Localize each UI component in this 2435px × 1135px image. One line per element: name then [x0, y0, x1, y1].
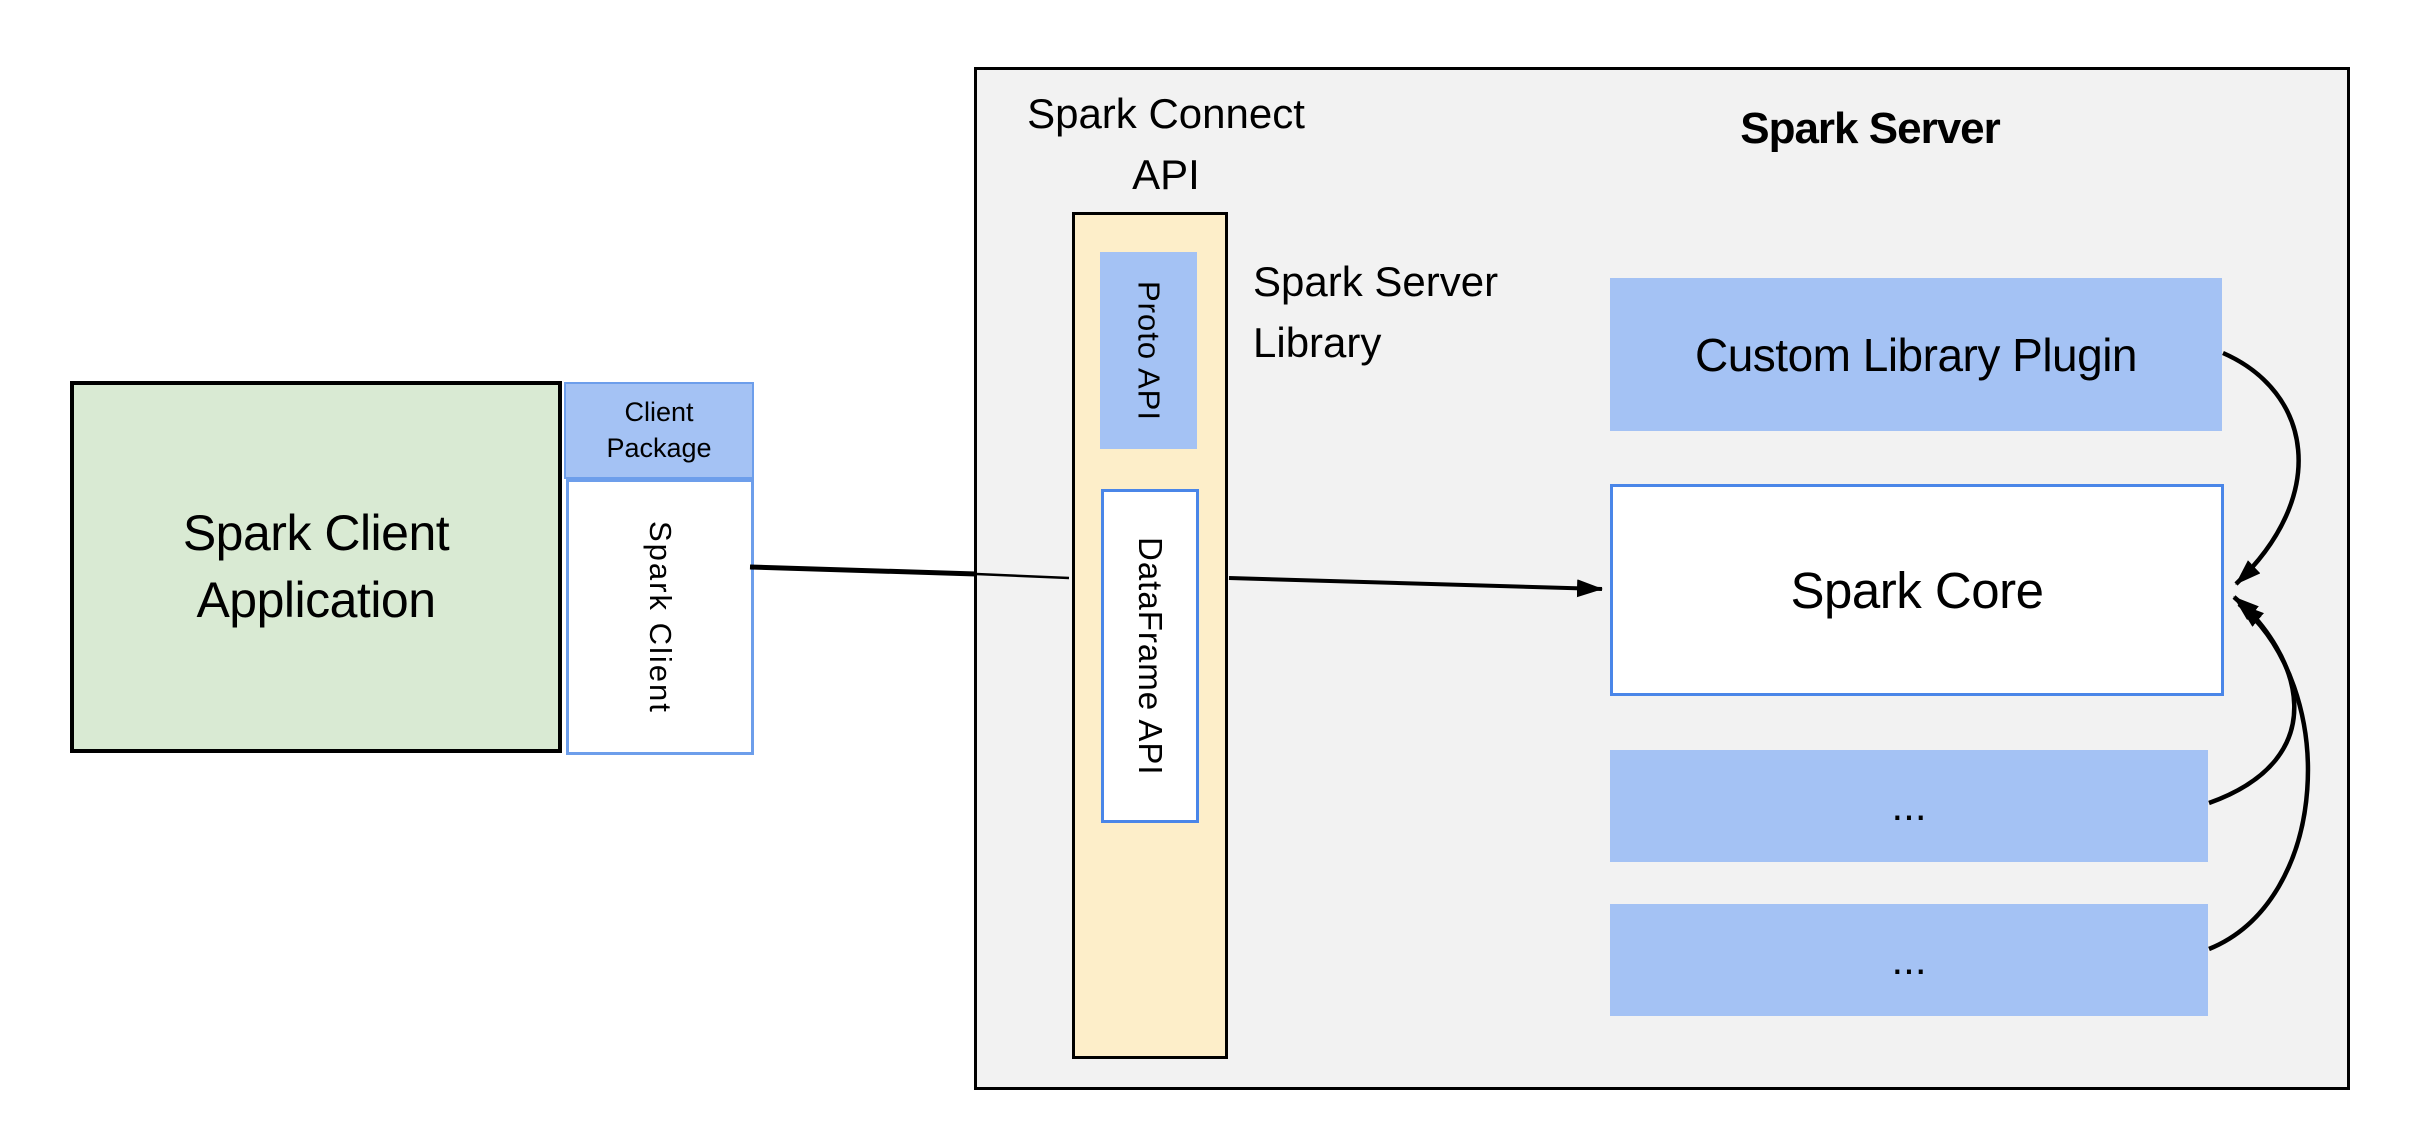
spark-core-label: Spark Core	[1790, 561, 2044, 619]
module-placeholder-box-2: ...	[1610, 904, 2208, 1016]
spark-connect-api-label: Spark Connect API	[1027, 90, 1305, 198]
spark-client-application-box: Spark Client Application	[70, 381, 562, 753]
proto-api-box: Proto API	[1100, 252, 1197, 449]
spark-client-box: Spark Client	[566, 479, 754, 755]
spark-server-title: Spark Server	[1740, 104, 2001, 153]
module-placeholder-label-1: ...	[1891, 782, 1927, 829]
client-package-box: Client Package	[564, 382, 754, 479]
custom-library-plugin-box: Custom Library Plugin	[1610, 278, 2222, 431]
proto-api-label: Proto API	[1131, 280, 1167, 421]
spark-client-label: Spark Client	[643, 520, 678, 714]
dataframe-api-label: DataFrame API	[1132, 536, 1169, 776]
custom-library-plugin-label: Custom Library Plugin	[1694, 328, 2138, 381]
dataframe-api-box: DataFrame API	[1101, 489, 1199, 823]
spark-core-box: Spark Core	[1610, 484, 2224, 696]
spark-server-library-label: Spark Server Library	[1253, 258, 1499, 366]
arrow-client-to-server-edge	[749, 564, 977, 577]
module-placeholder-label-2: ...	[1891, 936, 1927, 983]
spark-client-application-label: Spark Client Application	[182, 505, 450, 628]
client-package-label: Client Package	[606, 397, 712, 463]
module-placeholder-box-1: ...	[1610, 750, 2208, 862]
